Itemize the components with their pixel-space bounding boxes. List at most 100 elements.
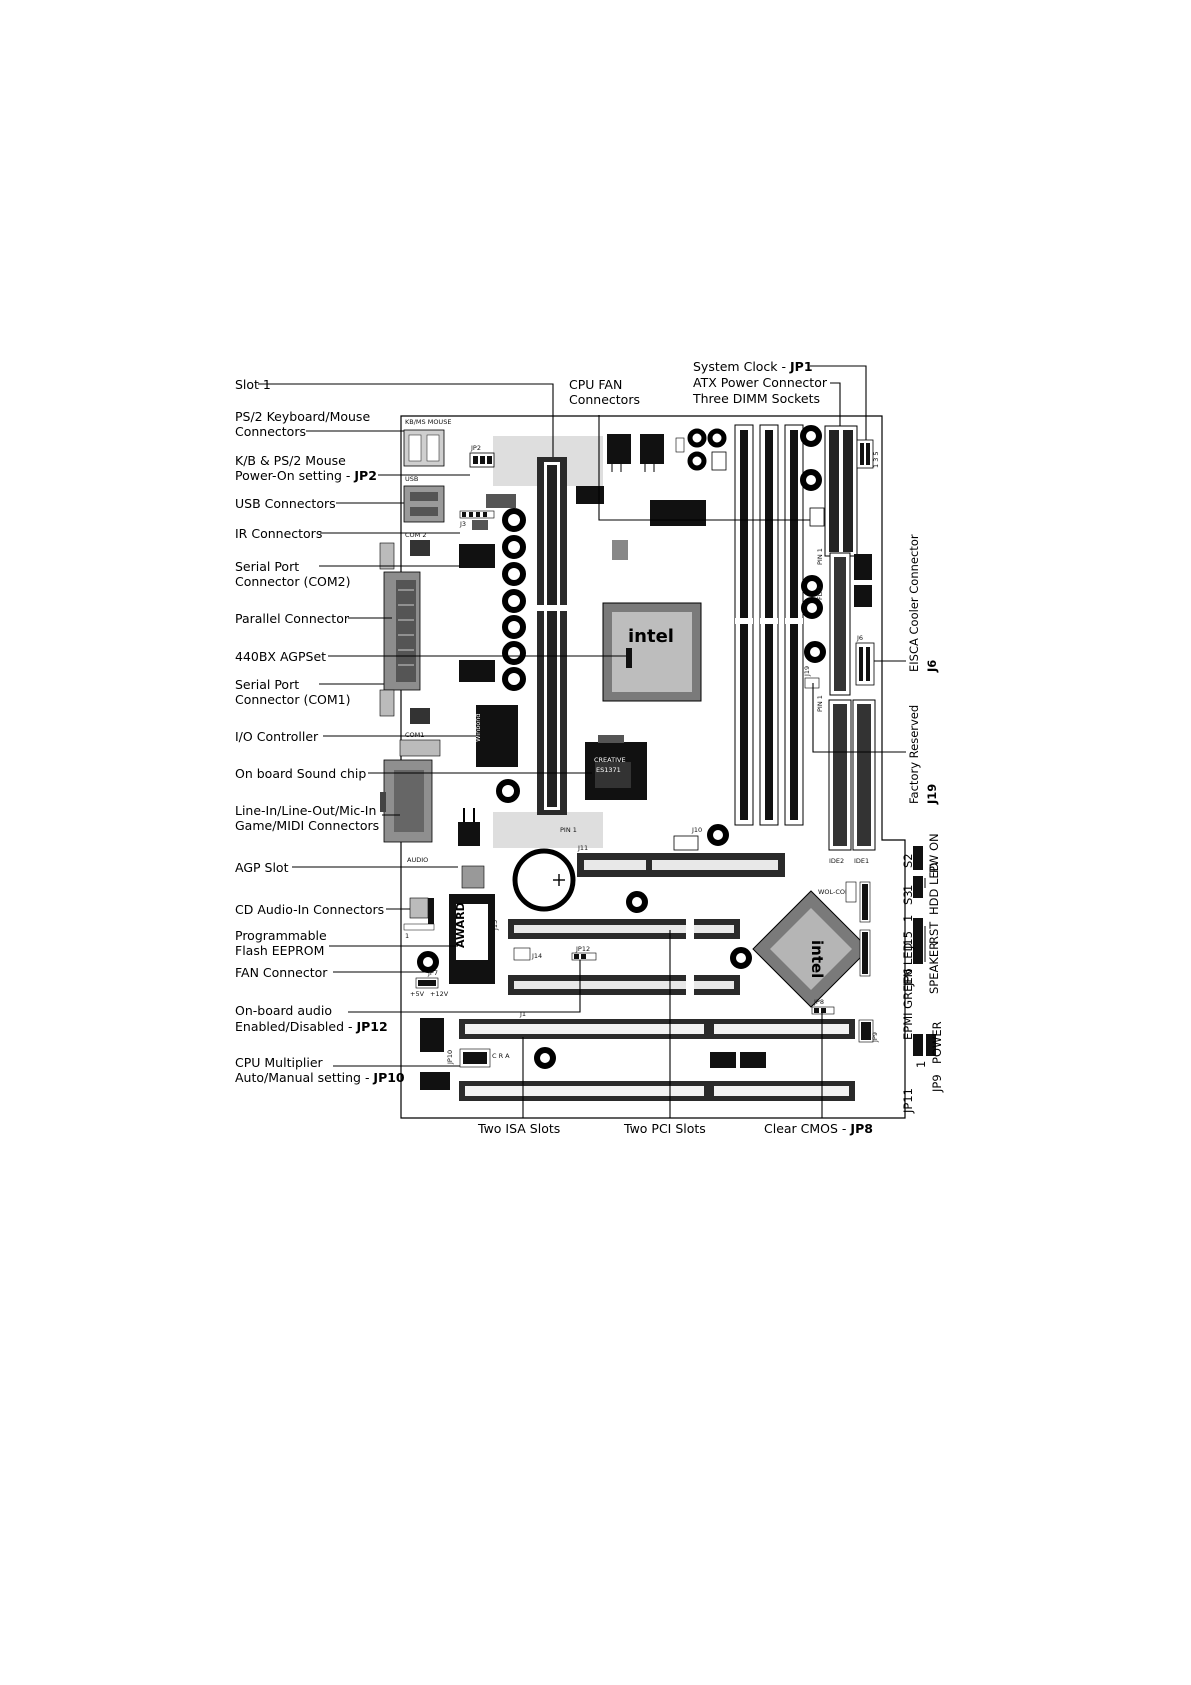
callout-isa: Two ISA Slots [477,1121,560,1136]
jp2-jumper: JP2 [469,444,495,468]
jp10-jumper: C R A JP10 [446,1048,510,1068]
silk-wol-con: WOL-CON [818,888,850,896]
cmos-battery [512,848,576,912]
fp-jp6: JP6 [901,968,915,987]
callout-agpset: 440BX AGPSet [235,649,326,664]
silk-com1: COM1 [405,731,424,739]
silk-plus12v: +12V [430,990,449,998]
intel-logo-north: intel [628,626,674,647]
callout-flash-line2: Flash EEPROM [235,943,324,958]
callout-j19-line2: J19 [925,784,939,805]
silk-j13: J13 [491,920,499,931]
fp-jp9: JP9 [930,1074,944,1093]
fp-speaker: SPEAKER [927,942,941,994]
callout-jp10-line2: Auto/Manual setting - JP10 [235,1070,405,1085]
callout-sound: On board Sound chip [235,766,366,781]
silk-winbond: Winbond [474,713,482,742]
silk-jp10: JP10 [446,1050,454,1065]
silk-j1: J1 [519,1010,526,1018]
silk-ide1: IDE1 [854,857,869,865]
regulator [458,808,480,846]
callout-agp: AGP Slot [235,860,289,875]
silk-jp2: JP2 [470,444,481,452]
usb-connectors: USB [403,475,445,523]
leader-lines [258,365,867,1118]
atx-power-connector [824,425,858,557]
back-panel-chips [459,520,495,682]
award-label: AWARD [454,902,467,948]
fp-power: POWER [930,1021,944,1064]
callout-jp12-line1: On-board audio [235,1003,332,1018]
callout-labels-top: CPU FAN Connectors System Clock - JP1 AT… [569,359,828,407]
j14-jp12: J14 JP12 [513,945,597,961]
cd-audio-connectors: 1 [403,897,435,940]
jp1-jumper: 1 3 5 [856,439,880,469]
pci-slots: J13 [491,919,740,995]
callout-cd: CD Audio-In Connectors [235,902,384,917]
callout-flash-line1: Programmable [235,928,327,943]
silk-creative: CREATIVE [594,756,626,764]
callout-fan: FAN Connector [235,965,328,980]
silk-jp7: JP7 [427,969,438,977]
callout-audio-line2: Game/MIDI Connectors [235,818,379,833]
callout-cpufan-line2: Connectors [569,392,640,407]
callout-usb: USB Connectors [235,496,336,511]
silk-ide2: IDE2 [829,857,844,865]
silk-one-cd: 1 [405,932,409,940]
silk-j14: J14 [531,952,542,960]
silk-cra: C R A [492,1052,510,1060]
silk-j3: J3 [459,520,466,528]
callout-jp8: Clear CMOS - JP8 [764,1121,873,1136]
fan-connector: JP7 +5V +12V [410,969,449,998]
callout-j6-line2: J6 [925,660,939,673]
callout-parallel: Parallel Connector [235,611,350,626]
callout-com2-line1: Serial Port [235,559,299,574]
callout-jp10-line1: CPU Multiplier [235,1055,324,1070]
right-callouts: EISCA Cooler Connector J6 Factory Reserv… [812,534,939,805]
callout-com1-line1: Serial Port [235,677,299,692]
silk-jp8: JP8 [813,998,824,1006]
fp-s3: S3 [901,890,915,905]
jp9-jp11-pins: JP9 [858,1019,879,1043]
capacitors-column [496,508,526,803]
fp-one-b: 1 [901,915,915,922]
silk-j11: J11 [577,844,588,852]
ps2-connectors: KB/MS MOUSE [403,418,451,467]
callout-pci: Two PCI Slots [623,1121,706,1136]
callout-audio-line1: Line-In/Line-Out/Mic-In [235,803,376,818]
com1-connector: COM1 [379,689,430,739]
front-panel-legend: S2 1 S3 1 PW ON HDD LED J15 JP6 RST SPEA… [901,833,944,1114]
callout-jp1: System Clock - JP1 [693,359,813,374]
silk-ide-pin1: PIN 1 [816,695,824,712]
fp-pw-on: PW ON [927,833,941,873]
ide-connectors: IDE2 IDE1 PIN 1 [816,695,876,865]
isa-slots: J1 [459,1010,855,1101]
silk-plus5v: +5V [410,990,425,998]
callout-j19-line1: Factory Reserved [907,705,921,804]
bottom-chips [420,1018,766,1090]
silk-fdd: FDD [816,586,824,600]
fp-one-c: 1 [914,1061,928,1068]
fp-s2: S2 [901,853,915,868]
slot1-cpu-socket: PIN 1 [537,457,577,834]
j10-connector: J10 [673,826,702,851]
parallel-connector [383,571,421,691]
callout-com2-line2: Connector (COM2) [235,574,351,589]
silk-j19: J19 [803,666,811,677]
agp-slot: J11 [577,844,785,877]
callout-io: I/O Controller [235,729,319,744]
j6-connector: J6 [854,554,875,686]
j19-connector: J19 [803,666,820,689]
fp-rst: RST [927,921,941,944]
callout-dimm: Three DIMM Sockets [692,391,820,406]
callout-jp2-line1: K/B & PS/2 Mouse [235,453,346,468]
silk-jp1-pins: 1 3 5 [872,451,880,468]
silk-jp9: JP9 [871,1032,879,1043]
callout-ps2-line1: PS/2 Keyboard/Mouse [235,409,370,424]
sound-chip: CREATIVE ES1371 [585,735,647,800]
callout-cpufan-line1: CPU FAN [569,377,622,392]
silk-com2: COM 2 [405,531,426,539]
fp-jp11: JP11 [901,1088,915,1114]
ir-connector: J3 [459,494,516,528]
